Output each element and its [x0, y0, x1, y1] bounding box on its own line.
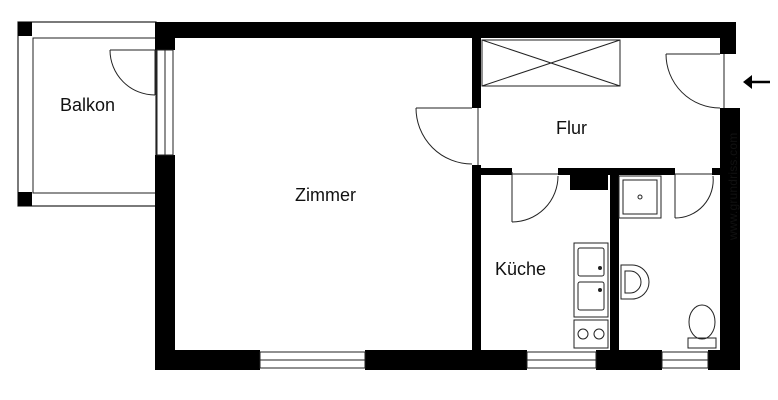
- zimmer-kueche-wall: [472, 165, 481, 350]
- chimney-block: [570, 172, 608, 190]
- left-wall: [155, 155, 175, 370]
- balcony-door: [109, 49, 156, 96]
- flur-kueche-wall: [558, 168, 618, 175]
- interior-walls: [472, 38, 722, 350]
- bottom-wall: [365, 350, 527, 370]
- left-wall-top: [155, 22, 175, 50]
- top-wall: [155, 22, 735, 38]
- doors: [109, 49, 725, 223]
- label-kueche: Küche: [495, 259, 546, 279]
- entrance-arrow-icon: [743, 75, 770, 89]
- label-zimmer: Zimmer: [295, 185, 356, 205]
- flur-kueche-wall: [481, 168, 512, 175]
- fixtures: [481, 39, 717, 349]
- bottom-wall: [155, 350, 260, 370]
- outer-walls: [155, 22, 740, 370]
- shower: [618, 175, 662, 219]
- balcony-corner-post: [18, 22, 32, 36]
- watermark-text: www.grundriss.com: [726, 133, 740, 241]
- kueche-bad-wall: [610, 168, 619, 350]
- bottom-wall: [596, 350, 662, 370]
- stove: [573, 319, 609, 349]
- entrance-door: [665, 53, 725, 109]
- windows: [156, 49, 709, 369]
- zimmer-door: [415, 107, 479, 165]
- label-flur: Flur: [556, 118, 587, 138]
- kitchen-door: [511, 172, 559, 223]
- zimmer-flur-wall: [472, 38, 481, 108]
- balcony-corner-post: [18, 192, 32, 206]
- wardrobe: [481, 39, 621, 87]
- washbasin: [620, 264, 650, 300]
- balcony-inner-outline: [32, 37, 157, 194]
- label-balkon: Balkon: [60, 95, 115, 115]
- bad-top-wall: [610, 168, 675, 175]
- bad-top-wall: [712, 168, 722, 175]
- bath-door: [674, 173, 714, 219]
- kitchen-sink: [573, 242, 609, 318]
- right-wall: [720, 108, 740, 370]
- right-wall-top: [720, 22, 736, 54]
- toilet: [687, 304, 717, 349]
